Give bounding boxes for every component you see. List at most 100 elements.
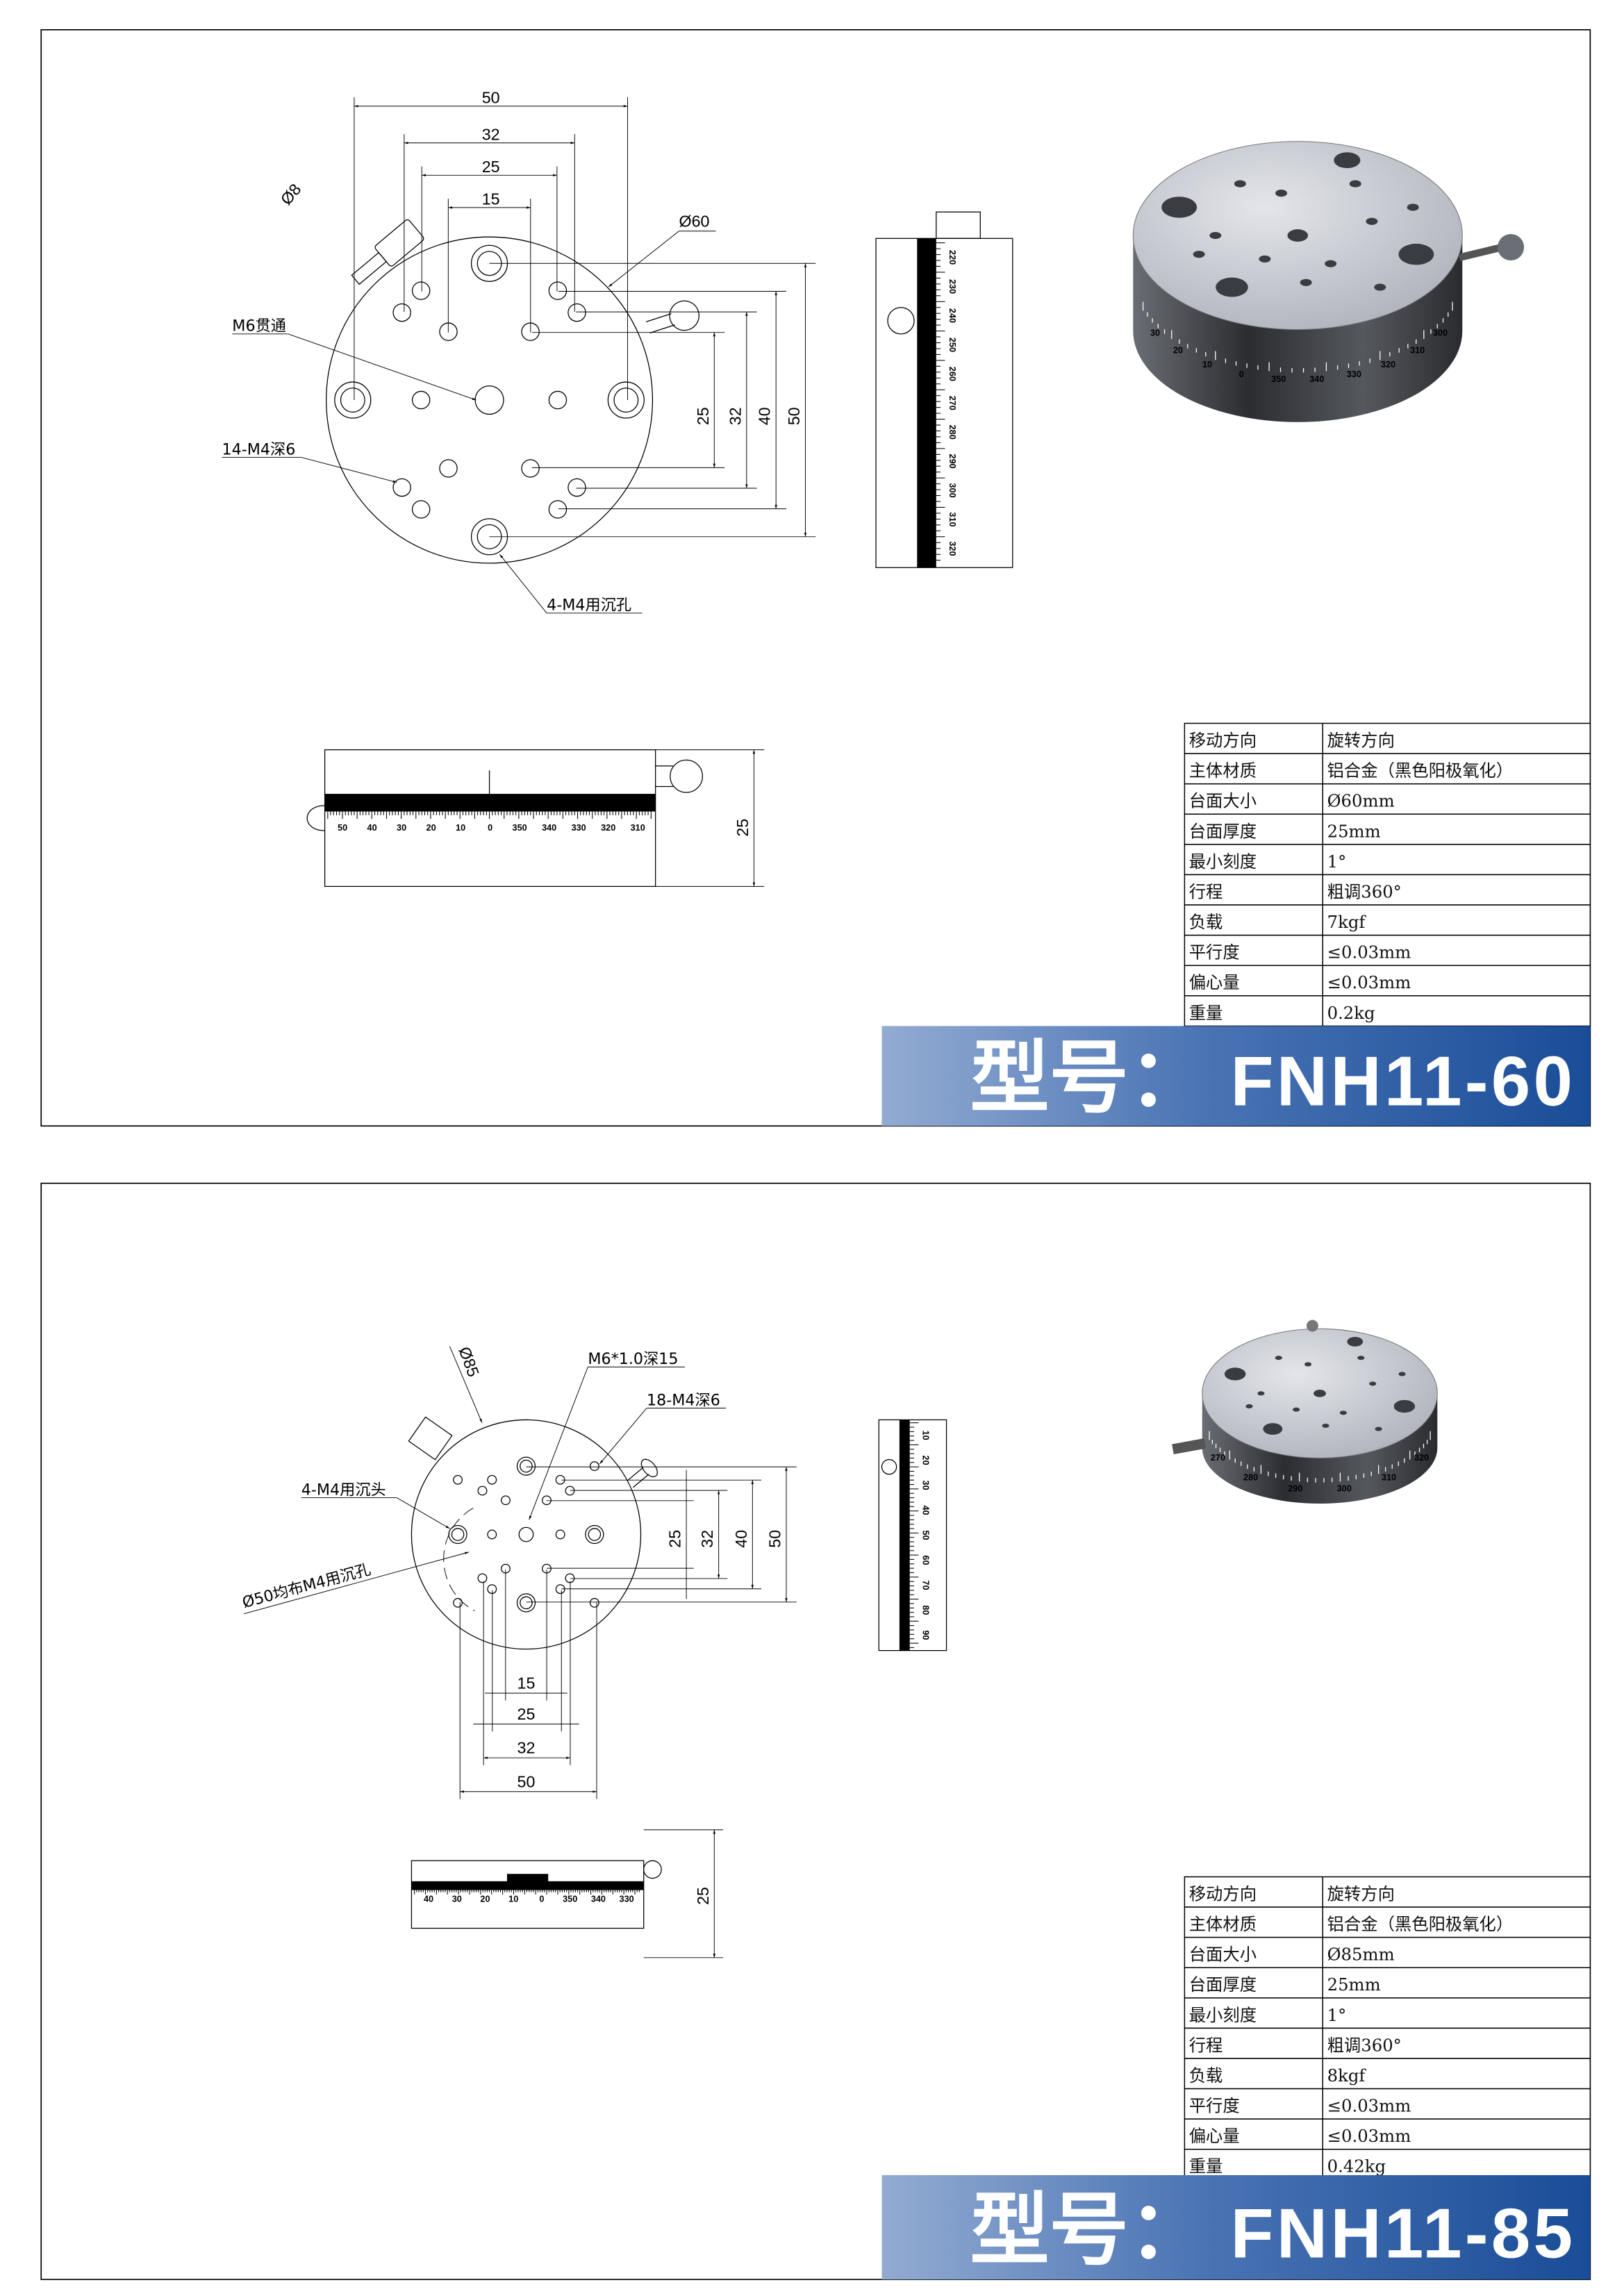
spec-row: 偏心量 ≤0.03mm xyxy=(1184,2118,1591,2150)
hole-3d xyxy=(1275,190,1288,197)
callout-m6-tapped: M6*1.0深15 xyxy=(588,1350,678,1368)
m4-hole xyxy=(548,500,567,519)
spec-value: ≤0.03mm xyxy=(1327,2126,1411,2146)
scale-label: 30 xyxy=(921,1481,931,1490)
spec-row: 台面厚度 25mm xyxy=(1184,1967,1591,1999)
m4-hole xyxy=(555,1474,565,1485)
spec-key: 重量 xyxy=(1189,2156,1223,2177)
scale-label: 310 xyxy=(1410,346,1425,356)
dim-32-label: 32 xyxy=(517,1739,536,1757)
scale-label: 220 xyxy=(947,250,957,265)
panel-fnh11-60: 50 32 25 15 25 32 40 50 Ø8 Ø60 xyxy=(40,29,1591,1127)
m4-hole xyxy=(567,303,586,322)
vdim-40-label: 40 xyxy=(756,407,774,425)
m4-hole xyxy=(392,303,411,322)
spec-row: 偏心量≤0.03mm xyxy=(1184,965,1591,997)
panel-border xyxy=(40,1182,1591,2281)
spec-key: 最小刻度 xyxy=(1189,2005,1257,2025)
scale-label: 80 xyxy=(921,1605,931,1615)
counterbore-hole xyxy=(470,244,508,282)
m4-hole xyxy=(477,1486,488,1496)
hole-3d xyxy=(1287,229,1309,242)
counterbore-hole xyxy=(585,1524,604,1545)
dim-25-label: 25 xyxy=(482,158,500,176)
spec-row: 平行度≤0.03mm xyxy=(1184,934,1591,966)
m4-hole xyxy=(477,1573,488,1583)
scale-label: 50 xyxy=(921,1530,931,1540)
dim-25-label: 25 xyxy=(517,1705,536,1723)
vdim-25-label: 25 xyxy=(666,1530,684,1548)
spec-value: 旋转方向 xyxy=(1327,731,1395,751)
panel-fnh11-85: 25 32 40 50 15 25 32 50 Ø85 M6*1 xyxy=(40,1182,1591,2281)
scale-label: 70 xyxy=(921,1580,931,1590)
top-view-drawing: 25 32 40 50 15 25 32 50 Ø85 M6*1 xyxy=(240,1345,797,1799)
m4-hole xyxy=(453,1474,463,1485)
hole-3d xyxy=(1304,1362,1312,1367)
m4-hole xyxy=(565,1573,575,1583)
vdim-50-label: 50 xyxy=(766,1530,784,1548)
spec-key: 偏心量 xyxy=(1189,2126,1240,2146)
hole-3d xyxy=(1325,260,1337,267)
m4-hole xyxy=(411,500,431,519)
m4-hole xyxy=(487,1474,497,1485)
scale-label: 20 xyxy=(426,823,436,833)
scale-label: 0 xyxy=(539,1894,544,1904)
counterbore-hole xyxy=(516,1456,536,1476)
hole-3d xyxy=(1314,1390,1326,1397)
dim-32-label: 32 xyxy=(482,126,500,144)
spec-value: 25mm xyxy=(1327,1974,1381,1995)
m4-hole xyxy=(565,1486,575,1496)
spec-key: 平行度 xyxy=(1189,942,1240,963)
vdim-25-label: 25 xyxy=(694,407,712,425)
spec-value: 铝合金（黑色阳极氧化） xyxy=(1327,760,1514,781)
hole-3d xyxy=(1275,1356,1282,1361)
m4-hole xyxy=(555,1584,565,1595)
counterbore-hole xyxy=(516,1593,536,1613)
hole-3d xyxy=(1257,1391,1265,1396)
spec-value: ≤0.03mm xyxy=(1327,972,1411,992)
scale-label: 340 xyxy=(542,823,556,833)
handle-drawing xyxy=(627,1458,658,1488)
m4-hole xyxy=(548,281,567,300)
spec-key: 台面厚度 xyxy=(1189,1974,1257,1995)
spec-key: 台面大小 xyxy=(1189,791,1257,811)
hole-3d xyxy=(1245,1404,1253,1409)
scale-label: 320 xyxy=(947,541,957,556)
m4-hole xyxy=(555,1529,565,1540)
spec-value: 1° xyxy=(1327,851,1347,872)
model-banner: 型号： FNH11-85 xyxy=(881,2174,1591,2280)
scale-label: 350 xyxy=(1271,374,1286,384)
spec-row: 重量 0.42kg xyxy=(1184,2148,1591,2181)
spec-value: Ø85mm xyxy=(1327,1945,1395,1965)
spec-value: 0.42kg xyxy=(1327,2156,1386,2177)
scale-label: 330 xyxy=(1347,369,1361,379)
handle-drawing xyxy=(646,300,699,334)
vdim-50-label: 50 xyxy=(785,407,803,425)
m4-hole xyxy=(392,478,411,497)
panel-border xyxy=(40,29,1591,1127)
scale-label: 20 xyxy=(1173,346,1183,356)
spec-key: 移动方向 xyxy=(1189,1883,1257,1904)
hole-3d xyxy=(1357,1356,1365,1361)
model-prefix: 型号： xyxy=(970,1035,1208,1123)
knob-drawing xyxy=(351,219,424,285)
dim-50-label: 50 xyxy=(482,89,500,107)
scale-label: 10 xyxy=(508,1894,518,1904)
scale-label: 310 xyxy=(631,823,645,833)
scale-label: 300 xyxy=(1433,328,1448,338)
m4-hole xyxy=(542,1495,552,1506)
hole-3d xyxy=(1407,203,1419,211)
callout-4-m4-countersink: 4-M4用沉头 xyxy=(301,1481,386,1499)
spec-value: 0.2kg xyxy=(1327,1003,1375,1023)
counterbore-hole xyxy=(607,381,645,419)
hole-3d xyxy=(1293,1407,1300,1412)
spec-value: 铝合金（黑色阳极氧化） xyxy=(1327,1914,1514,1934)
hole-3d xyxy=(1375,1426,1382,1431)
